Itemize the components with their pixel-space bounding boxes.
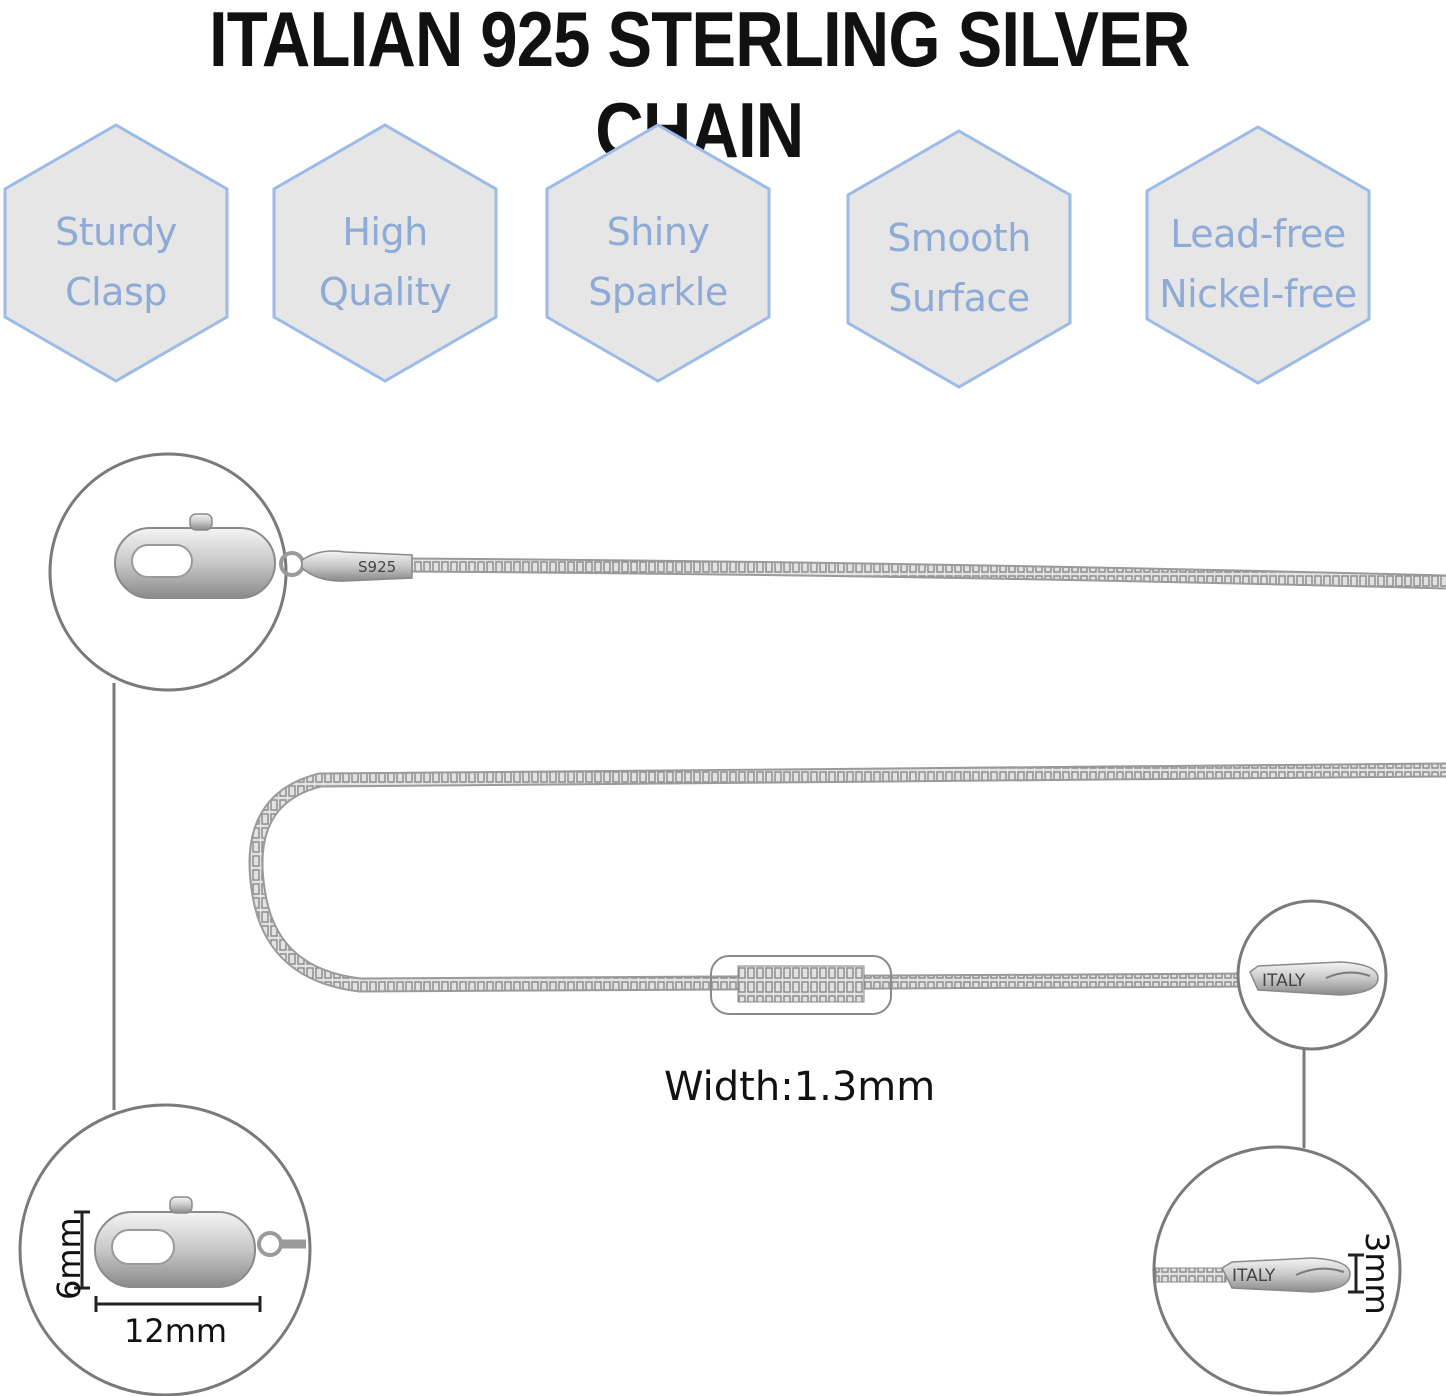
clasp-height-label: 6mm xyxy=(50,1217,88,1300)
feature-badge-smooth-surface: Smooth Surface xyxy=(845,128,1073,390)
italy-stamp-bottom: ITALY xyxy=(1232,1266,1276,1286)
feature-line-1: Lead-free xyxy=(1170,212,1346,256)
clasp-length-label: 12mm xyxy=(124,1312,228,1350)
magnified-links xyxy=(737,965,865,1003)
feature-badge-shiny-sparkle: Shiny Sparkle xyxy=(544,122,772,384)
feature-badge-lead-nickel-free: Lead-free Nickel-free xyxy=(1144,124,1372,386)
italy-tag-top: ITALY xyxy=(1249,961,1379,996)
feature-line-2: Quality xyxy=(318,270,452,314)
feature-line-2: Surface xyxy=(888,276,1030,320)
lobster-clasp-bottom xyxy=(94,1196,306,1288)
chain-width-label: Width:1.3mm xyxy=(664,1064,936,1110)
chain-strand-top-links xyxy=(407,559,1446,588)
feature-label: High Quality xyxy=(271,202,499,322)
feature-label: Shiny Sparkle xyxy=(544,202,772,322)
italy-tag-bottom: ITALY xyxy=(1221,1257,1351,1293)
feature-label: Sturdy Clasp xyxy=(2,202,230,322)
feature-line-1: Sturdy xyxy=(55,210,177,254)
feature-line-1: High xyxy=(342,210,428,254)
end-height-dimension-marker xyxy=(1348,1253,1364,1294)
page-title: ITALIAN 925 STERLING SILVER CHAIN xyxy=(208,0,1190,174)
feature-line-2: Clasp xyxy=(65,270,167,314)
feature-badge-sturdy-clasp: Sturdy Clasp xyxy=(2,122,230,384)
s925-tag: S925 xyxy=(301,550,413,582)
feature-label: Smooth Surface xyxy=(845,208,1073,328)
chain-stub-bottom xyxy=(1155,1267,1227,1283)
italy-stamp: ITALY xyxy=(1262,971,1306,991)
hexagon-shape xyxy=(846,129,1072,389)
feature-line-1: Smooth xyxy=(887,216,1031,260)
hexagon-shape xyxy=(272,123,498,383)
feature-line-1: Shiny xyxy=(606,210,710,254)
hexagon-shape xyxy=(1145,125,1371,385)
width-highlight-box xyxy=(710,955,892,1015)
lobster-clasp-top xyxy=(114,513,305,599)
chain-strand-bottom-links xyxy=(250,764,1446,991)
s925-stamp: S925 xyxy=(358,558,396,576)
end-height-label: 3mm xyxy=(1358,1232,1396,1315)
hexagon-shape xyxy=(3,123,229,383)
feature-line-2: Sparkle xyxy=(588,270,728,314)
length-dimension-marker xyxy=(94,1296,262,1312)
height-dimension-marker xyxy=(74,1210,90,1290)
hexagon-shape xyxy=(545,123,771,383)
feature-line-2: Nickel-free xyxy=(1159,272,1357,316)
feature-label: Lead-free Nickel-free xyxy=(1144,204,1372,324)
feature-badge-high-quality: High Quality xyxy=(271,122,499,384)
